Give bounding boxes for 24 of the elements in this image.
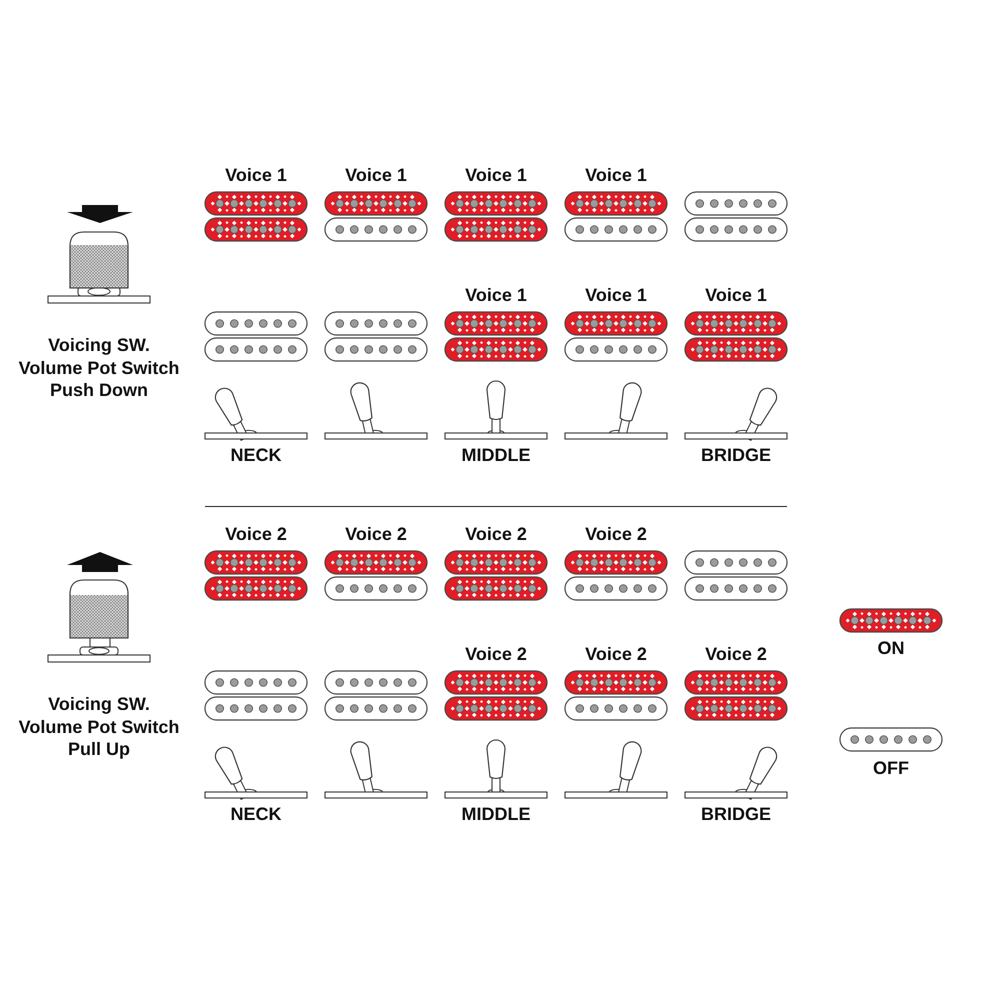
voice-label: Voice 2	[585, 643, 647, 665]
voice-label: Voice 1	[465, 284, 527, 306]
voice-label: Voice 1	[225, 164, 287, 186]
voice-label: Voice 1	[465, 164, 527, 186]
voice-label: Voice 2	[705, 643, 767, 665]
voice-label: Voice 1	[585, 164, 647, 186]
switch-description: Voicing SW. Volume Pot Switch Push Down	[18, 334, 180, 402]
voice-label: Voice 2	[465, 523, 527, 545]
switch-description: Voicing SW. Volume Pot Switch Pull Up	[18, 693, 180, 760]
voice-label: Voice 1	[345, 164, 407, 186]
legend-label: ON	[878, 637, 904, 659]
voice-label: Voice 1	[585, 284, 647, 306]
legend-label: OFF	[873, 757, 909, 779]
position-label: NECK	[230, 444, 282, 466]
voice-label: Voice 2	[465, 643, 527, 665]
position-label: NECK	[230, 803, 282, 825]
position-label: MIDDLE	[462, 444, 530, 466]
position-label: BRIDGE	[701, 803, 771, 825]
voice-label: Voice 2	[585, 523, 647, 545]
position-label: BRIDGE	[701, 444, 771, 466]
voice-label: Voice 1	[705, 284, 767, 306]
position-label: MIDDLE	[462, 803, 530, 825]
voice-label: Voice 2	[345, 523, 407, 545]
voice-label: Voice 2	[225, 523, 287, 545]
